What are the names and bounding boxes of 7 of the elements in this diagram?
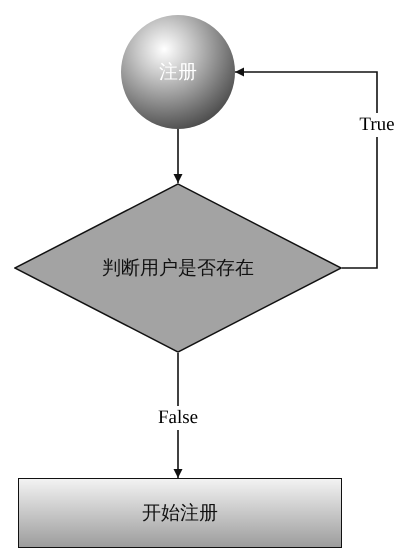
decision-diamond: 判断用户是否存在: [14, 183, 342, 353]
edge-label: False: [156, 406, 200, 430]
edge-label: True: [357, 113, 397, 137]
arrow: [174, 129, 182, 183]
sphere-node: 注册: [121, 15, 235, 129]
process-box: 开始注册: [18, 478, 342, 548]
arrow: [235, 68, 378, 269]
